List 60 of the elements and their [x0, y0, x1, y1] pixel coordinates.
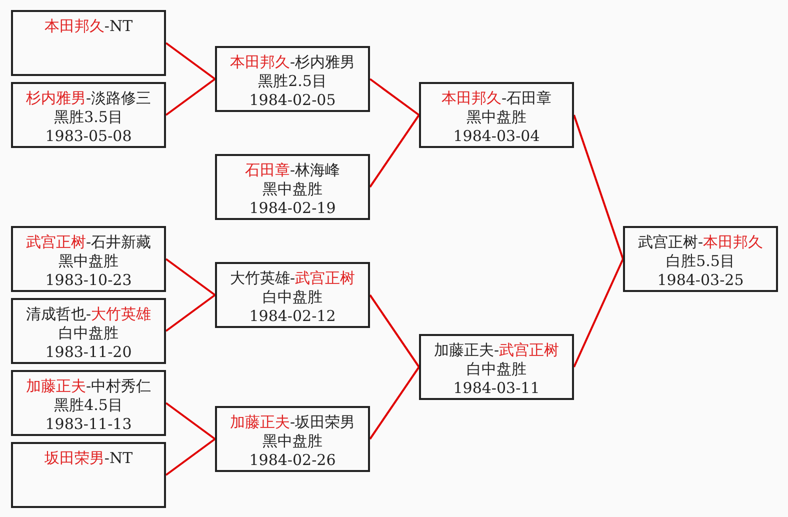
result-text: 白中盘胜 — [58, 324, 118, 342]
match-line: 加藤正夫-中村秀仁 — [26, 377, 152, 395]
date-text: 1984-02-26 — [249, 451, 336, 469]
date-text: 1984-02-12 — [249, 307, 336, 325]
match-line: 加藤正夫-武宫正树 — [434, 341, 560, 359]
date-text: 1983-10-23 — [45, 271, 132, 289]
date-text: 1984-03-11 — [453, 379, 540, 397]
match-box — [11, 442, 166, 508]
match-box — [215, 262, 370, 328]
match-box — [419, 82, 574, 148]
match-line: 本田邦久-杉内雅男 — [230, 53, 356, 71]
bracket-line — [573, 114, 624, 260]
date-text: 1984-02-19 — [249, 199, 336, 217]
result-text: 黑中盘胜 — [58, 252, 118, 270]
match-box — [215, 406, 370, 472]
match-box — [419, 334, 574, 400]
match-line: 武宫正树-本田邦久 — [638, 233, 764, 251]
result-text: 黑胜2.5目 — [258, 72, 327, 90]
match-box — [11, 298, 166, 364]
result-text: 白中盘胜 — [262, 288, 322, 306]
bracket-line — [369, 114, 420, 188]
bracket-line — [369, 294, 420, 368]
match-line: 本田邦久-NT — [44, 17, 133, 35]
match-line: 石田章-林海峰 — [244, 161, 340, 179]
match-line: 武宫正树-石井新藏 — [26, 233, 152, 251]
date-text: 1984-03-04 — [453, 127, 540, 145]
result-text: 黑中盘胜 — [262, 432, 322, 450]
match-box — [11, 10, 166, 76]
date-text: 1984-03-25 — [657, 271, 744, 289]
bracket-line — [165, 402, 216, 440]
bracket-line — [165, 42, 216, 80]
match-line: 加藤正夫-坂田荣男 — [230, 413, 356, 431]
date-text: 1983-11-13 — [45, 415, 132, 433]
match-line: 大竹英雄-武宫正树 — [230, 269, 356, 287]
match-box — [11, 226, 166, 292]
result-text: 黑中盘胜 — [262, 180, 322, 198]
bracket-line — [165, 438, 216, 476]
result-text: 黑中盘胜 — [466, 108, 526, 126]
bracket-line — [165, 258, 216, 296]
bracket-line — [165, 78, 216, 116]
date-text: 1984-02-05 — [249, 91, 336, 109]
result-text: 黑胜3.5目 — [54, 108, 123, 126]
match-box — [11, 370, 166, 436]
match-box — [623, 226, 778, 292]
result-text: 白胜5.5目 — [666, 252, 735, 270]
bracket-line — [165, 294, 216, 332]
match-box — [11, 82, 166, 148]
bracket-line — [573, 258, 624, 368]
result-text: 黑胜4.5目 — [54, 396, 123, 414]
match-line: 坂田荣男-NT — [44, 449, 133, 467]
bracket-line — [369, 366, 420, 440]
match-box — [215, 154, 370, 220]
result-text: 白中盘胜 — [466, 360, 526, 378]
date-text: 1983-11-20 — [45, 343, 132, 361]
bracket-line — [369, 78, 420, 116]
date-text: 1983-05-08 — [45, 127, 132, 145]
match-box — [215, 46, 370, 112]
match-line: 杉内雅男-淡路修三 — [26, 89, 152, 107]
match-line: 本田邦久-石田章 — [441, 89, 552, 107]
match-line: 清成哲也-大竹英雄 — [26, 305, 152, 323]
